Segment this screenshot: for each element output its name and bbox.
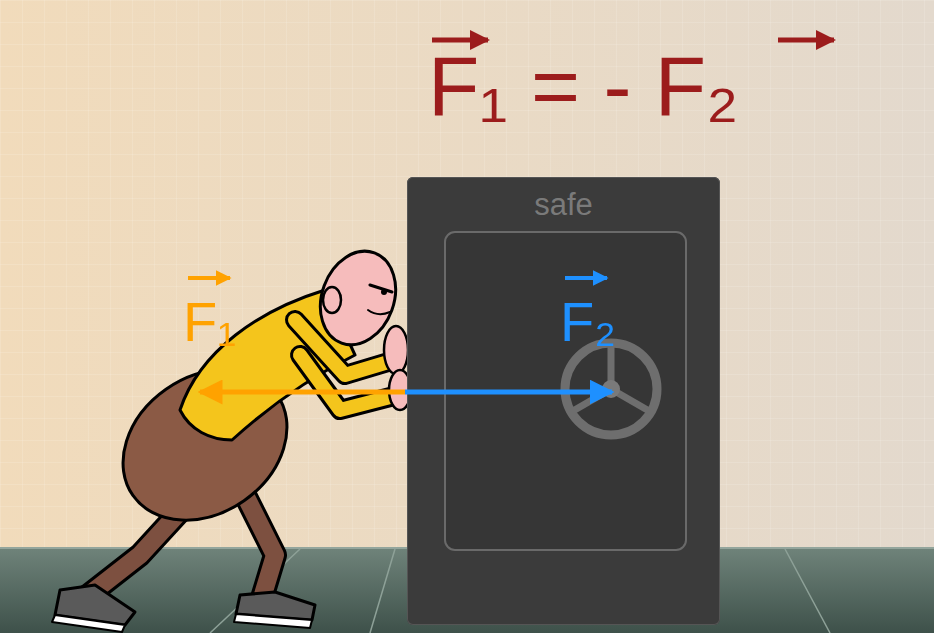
force-arrow	[405, 390, 612, 395]
force-label: F₂	[560, 294, 616, 350]
door-panel	[445, 232, 686, 550]
safe-door	[407, 177, 720, 625]
man-illustration	[52, 241, 411, 632]
vector-arrow	[432, 38, 488, 43]
safe-label: safe	[407, 189, 720, 220]
safe-box: safe	[407, 177, 720, 625]
door-wheel	[565, 343, 657, 435]
equation-title: F₁ = - F₂	[428, 44, 739, 128]
vector-arrow	[188, 276, 230, 280]
force-arrow	[200, 390, 405, 395]
vector-arrow	[778, 38, 834, 43]
force-label: F₁	[183, 294, 236, 350]
vector-arrow	[565, 276, 607, 280]
